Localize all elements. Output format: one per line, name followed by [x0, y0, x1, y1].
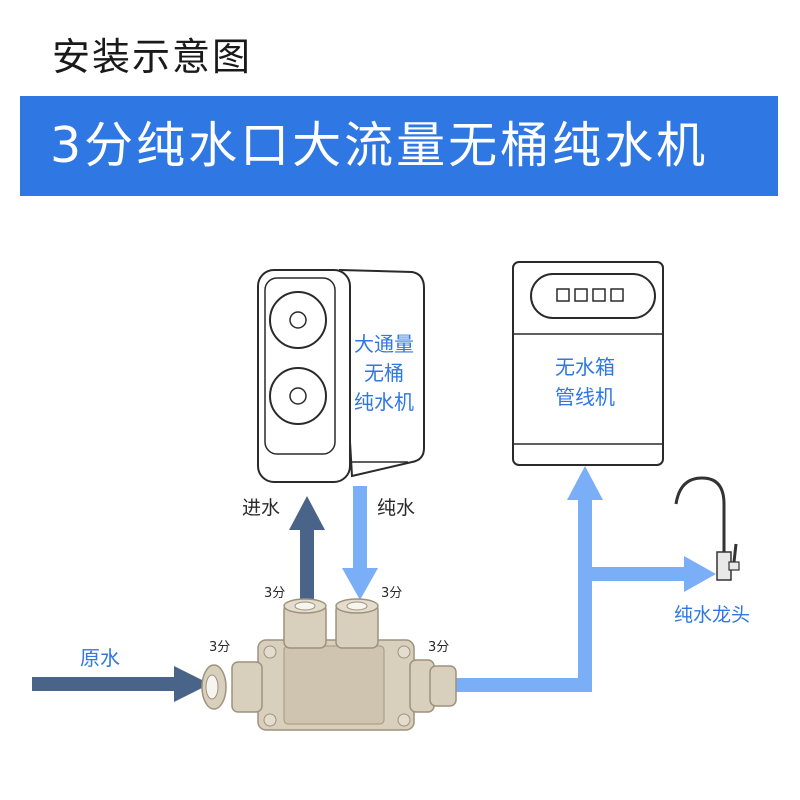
inlet-label: 进水 — [242, 497, 281, 519]
tankless-machine-label-line: 管线机 — [555, 385, 615, 409]
port-size-right: 3分 — [381, 586, 403, 601]
port-size-left: 3分 — [209, 640, 231, 655]
tankless-dispenser-machine — [512, 261, 664, 466]
raw-water-label: 原水 — [80, 646, 120, 670]
tankless-machine-label-line: 无水箱 — [555, 355, 615, 379]
outlet-pipe-network — [456, 466, 716, 692]
page-title: 安装示意图 — [52, 35, 253, 79]
faucet-label: 纯水龙头 — [674, 604, 751, 626]
raw-water-arrow-icon — [174, 666, 210, 702]
tee-connector-fitting — [201, 598, 457, 731]
pure-water-down-arrow-icon — [342, 568, 378, 600]
ro-machine-label: 大通量 无桶 纯水机 — [342, 330, 426, 417]
to-faucet-arrow-icon — [684, 556, 716, 592]
title-banner: 3分纯水口大流量无桶纯水机 — [20, 96, 778, 196]
to-tankless-arrow-icon — [567, 466, 603, 500]
port-size-inlet: 3分 — [264, 586, 286, 601]
tankless-machine-label: 无水箱 管线机 — [530, 352, 640, 412]
inlet-arrow-icon — [289, 496, 325, 530]
pure-water-label: 纯水 — [377, 497, 416, 519]
faucet-icon — [674, 476, 740, 581]
banner-title: 3分纯水口大流量无桶纯水机 — [50, 117, 709, 174]
ro-machine-label-line: 纯水机 — [354, 390, 414, 414]
port-size-outlet: 3分 — [428, 640, 450, 655]
ro-purifier-machine — [257, 268, 425, 483]
ro-machine-label-line: 大通量 — [354, 332, 414, 356]
ro-machine-label-line: 无桶 — [364, 361, 404, 385]
